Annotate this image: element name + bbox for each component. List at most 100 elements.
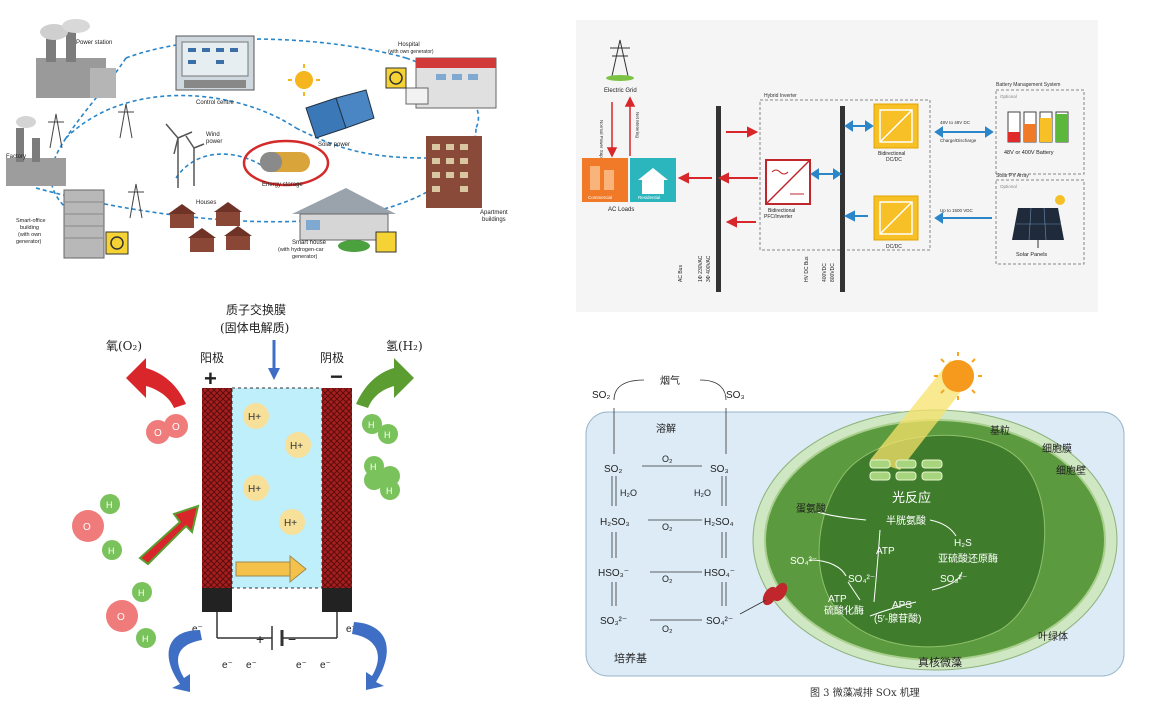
- cathode-electrode: [322, 388, 352, 588]
- factory-label: Factory: [6, 154, 26, 160]
- hso3-label: HSO₃⁻: [598, 568, 629, 579]
- electron-4: e⁻: [246, 660, 257, 671]
- electron-5: e⁻: [296, 660, 307, 671]
- cell-wall-label: 细胞壁: [1056, 464, 1086, 477]
- electron-arrow-left-icon: [168, 630, 202, 692]
- smart-office-label-1: Smart-office: [16, 218, 46, 224]
- so4-2-label: SO₄²⁻: [706, 616, 733, 627]
- so3-2-label: SO₃²⁻: [600, 616, 627, 627]
- cathode-terminal: [322, 588, 352, 612]
- chemistry-arrows: [611, 379, 767, 621]
- pem-electrolysis-diagram: 质子交换膜 (固体电解质) 氧(O₂) 氢(H₂) 阳极 阴极 + − H+ H…: [70, 300, 460, 710]
- atp-sulfurylase-2: 硫酸化酶: [824, 604, 864, 617]
- proton-flow-arrow-icon: [235, 554, 307, 584]
- power-station-label: Power station: [76, 40, 112, 46]
- smart-house-label-1: Smart house: [292, 240, 327, 246]
- solar-optional-label: Optional: [1000, 184, 1017, 189]
- bms-box: [995, 89, 1085, 175]
- h-atom-3: H: [370, 462, 377, 472]
- microalgae-sox-diagram: 烟气 SO₂ SO₃ 溶解 SO₂ SO₃ O₂ H₂O H₂O H₂SO₃ H…: [580, 350, 1130, 705]
- water-inflow-arrow-icon: [138, 504, 200, 566]
- hybrid-inverter-diagram: Electric Grid Normal Power Supply Net Me…: [576, 20, 1098, 312]
- h-atom-4: H: [386, 486, 393, 496]
- anode-label: 阳极: [200, 351, 224, 365]
- dc-flow-arrows: [810, 120, 994, 224]
- solar-panels-icon: [1012, 195, 1065, 248]
- pylon-icons: [48, 103, 144, 219]
- electron-1: e⁻: [192, 624, 203, 635]
- so2-dissolved: SO₂: [604, 464, 622, 475]
- cysteine-label: 半胱氨酸: [886, 514, 926, 527]
- pem-electrolysis-svg: 质子交换膜 (固体电解质) 氧(O₂) 氢(H₂) 阳极 阴极 + − H+ H…: [72, 302, 423, 692]
- apartment-building-icon: [426, 136, 482, 208]
- electron-3: e⁻: [222, 660, 233, 671]
- proton-label-3: H+: [248, 484, 261, 495]
- pfc-label-2: PFC/Inverter: [764, 214, 793, 220]
- o2-label-1: O₂: [662, 454, 673, 464]
- water-molecule-1: [72, 494, 122, 560]
- water-h-2: H: [108, 546, 115, 556]
- smart-grid-diagram: Power station Control centre Hospital (w…: [6, 18, 512, 264]
- proton-label-4: H+: [284, 518, 297, 529]
- light-reaction-label: 光反应: [892, 490, 931, 505]
- proton-label-1: H+: [248, 412, 261, 423]
- atp-sulfurylase-1: ATP: [828, 594, 847, 605]
- hv-bus-label: HV DC Bus: [804, 256, 810, 282]
- wind-power-label-2: power: [206, 139, 222, 145]
- net-metering-label: Net Metering: [635, 112, 640, 138]
- circuit-plus: +: [256, 631, 264, 647]
- transporter-icon: [762, 582, 788, 606]
- sulfite-reductase-label: 亚硫酸还原酶: [938, 552, 998, 565]
- ac-bus-bar: [716, 106, 721, 292]
- electron-6: e⁻: [320, 660, 331, 671]
- hv-voltage-1: 400VDC: [822, 263, 828, 282]
- dcdc-label: DC/DC: [886, 244, 902, 250]
- plus-terminal: +: [204, 366, 217, 391]
- proton-label-2: H+: [290, 441, 303, 452]
- pfc-inverter-icon: [765, 159, 811, 205]
- houses-icon: [168, 202, 252, 252]
- generator-icon: [385, 67, 407, 89]
- hso4-label: HSO₄⁻: [704, 568, 735, 579]
- smart-office-label-3: (with own: [18, 232, 41, 238]
- solar-array-label: Solar PV Array: [996, 173, 1029, 179]
- h2so3-label: H₂SO₃: [600, 517, 630, 528]
- membrane-label-2: (固体电解质): [220, 321, 289, 335]
- so2-top: SO₂: [592, 390, 610, 401]
- grid-arrows: [606, 96, 636, 158]
- hospital-sublabel: (with own generator): [388, 49, 434, 55]
- water-h-1: H: [106, 500, 113, 510]
- o2-label-3: O₂: [662, 574, 673, 584]
- residential-label: Residential: [638, 195, 660, 200]
- methionine-label: 蛋氨酸: [796, 502, 826, 515]
- pfc-label-1: Bidirectional: [768, 208, 795, 214]
- solar-power-label: Solar power: [318, 142, 350, 148]
- h2s-label: H₂S: [954, 538, 972, 549]
- solar-panels-label: Solar Panels: [1016, 252, 1047, 258]
- flue-gas-label: 烟气: [660, 374, 680, 387]
- ac-voltage-2: 3Φ 400VAC: [706, 255, 712, 282]
- anode-electrode: [202, 388, 232, 588]
- apartment-label-2: buildings: [482, 217, 506, 223]
- grana-icon: [869, 459, 943, 481]
- electron-2: e⁻: [346, 624, 357, 635]
- normal-supply-label: Normal Power Supply: [599, 120, 604, 164]
- h2o-label-1: H₂O: [620, 488, 637, 498]
- smart-grid-svg: Power station Control centre Hospital (w…: [6, 19, 508, 260]
- water-molecule-2: [106, 582, 156, 648]
- hybrid-inverter-label: Hybrid Inverter: [764, 93, 797, 99]
- ac-loads-label: AC Loads: [608, 207, 634, 213]
- aps-label-2: (5′-腺苷酸): [874, 612, 921, 625]
- sun-icon: [288, 64, 320, 96]
- membrane-label-1: 质子交换膜: [226, 302, 286, 317]
- electric-grid-icon: [606, 39, 634, 81]
- hybrid-inverter-svg: Electric Grid Normal Power Supply Net Me…: [582, 39, 1085, 292]
- water-h-3: H: [138, 588, 145, 598]
- pv-range-label: Up to 1500 VDC: [940, 208, 974, 213]
- residential-icon: [630, 158, 676, 202]
- electron-arrow-right-icon: [352, 622, 387, 690]
- eukaryote-label: 真核微藻: [918, 655, 962, 669]
- anode-terminal: [202, 588, 232, 612]
- bidir-dcdc-label-2: DC/DC: [886, 157, 902, 163]
- factory-icon: [6, 116, 66, 186]
